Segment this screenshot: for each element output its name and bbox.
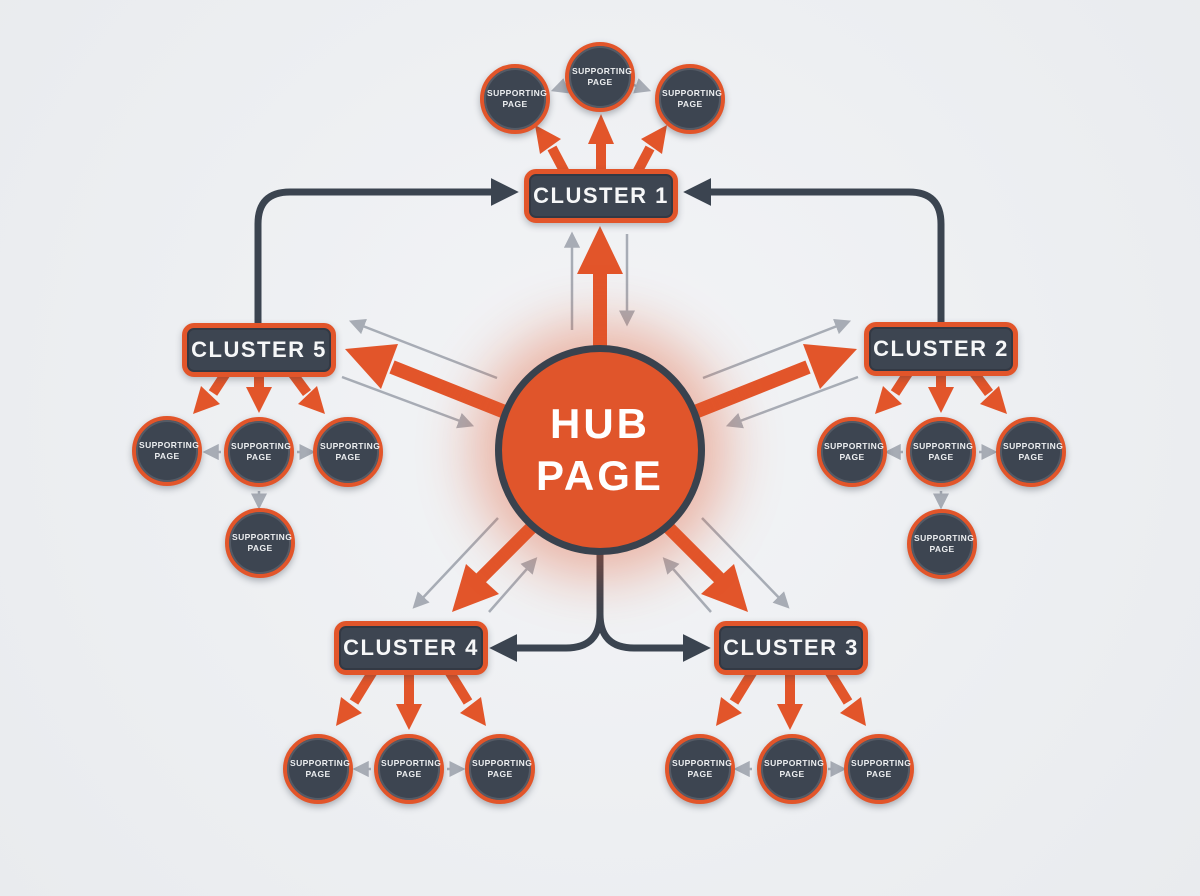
cluster-5-box: CLUSTER 5 (182, 323, 336, 377)
cluster-1-supporting-page-3: SUPPORTING PAGE (655, 64, 725, 134)
cluster-5-supporting-page-2: SUPPORTING PAGE (224, 417, 294, 487)
cluster-3-label: CLUSTER 3 (723, 635, 859, 660)
cluster-5-label: CLUSTER 5 (191, 337, 327, 362)
cluster-4-label: CLUSTER 4 (343, 635, 479, 660)
cluster-2-supporting-page-2: SUPPORTING PAGE (906, 417, 976, 487)
cluster-1-label: CLUSTER 1 (533, 183, 669, 208)
cluster-3-box: CLUSTER 3 (714, 621, 868, 675)
gray-arrows-supporting-page-links (202, 78, 998, 778)
cluster-4-supporting-page-2: SUPPORTING PAGE (374, 734, 444, 804)
cluster-1-supporting-page-1: SUPPORTING PAGE (480, 64, 550, 134)
cluster-1-box: CLUSTER 1 (524, 169, 678, 223)
dark-connector-cluster5-to-cluster1 (254, 178, 519, 334)
cluster-2-supporting-page-3: SUPPORTING PAGE (996, 417, 1066, 487)
cluster-3-supporting-page-1: SUPPORTING PAGE (665, 734, 735, 804)
gray-arrows-hub-cluster-links (341, 231, 859, 613)
cluster-4-box: CLUSTER 4 (334, 621, 488, 675)
cluster-4-supporting-page-3: SUPPORTING PAGE (465, 734, 535, 804)
dark-connector-cluster2-to-cluster1 (683, 178, 945, 334)
hub-page-node: HUB PAGE (495, 345, 705, 555)
cluster-5-supporting-page-3: SUPPORTING PAGE (313, 417, 383, 487)
cluster-1-supporting-page-2: SUPPORTING PAGE (565, 42, 635, 112)
dark-connector-hub-to-cluster3 (596, 610, 711, 662)
cluster-2-label: CLUSTER 2 (873, 336, 1009, 361)
cluster-3-supporting-page-3: SUPPORTING PAGE (844, 734, 914, 804)
cluster-2-supporting-page-4: SUPPORTING PAGE (907, 509, 977, 579)
cluster-2-box: CLUSTER 2 (864, 322, 1018, 376)
cluster-3-supporting-page-2: SUPPORTING PAGE (757, 734, 827, 804)
hub-page-label: HUB PAGE (536, 399, 664, 500)
cluster-5-supporting-page-4: SUPPORTING PAGE (225, 508, 295, 578)
cluster-4-supporting-page-1: SUPPORTING PAGE (283, 734, 353, 804)
dark-connector-hub-to-cluster4 (489, 541, 604, 662)
cluster-5-supporting-page-1: SUPPORTING PAGE (132, 416, 202, 486)
cluster-2-supporting-page-1: SUPPORTING PAGE (817, 417, 887, 487)
